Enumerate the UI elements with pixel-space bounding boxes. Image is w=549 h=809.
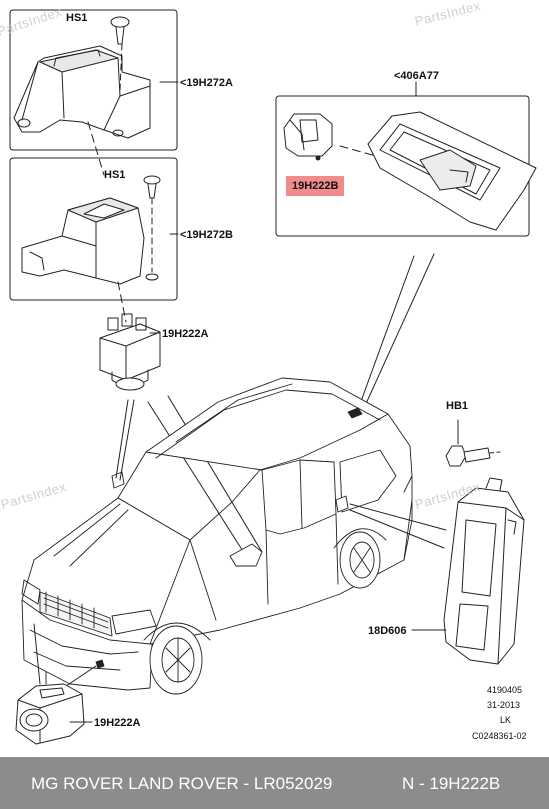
ecu-18d606 xyxy=(443,477,525,665)
bolt-hb1 xyxy=(445,419,501,467)
info-initials: LK xyxy=(500,715,512,725)
footer-bar: MG ROVER LAND ROVER - LR052029 N - 19H22… xyxy=(0,757,549,809)
callout-hs1-mid: HS1 xyxy=(104,169,126,181)
footer-part-number: N - 19H222B xyxy=(402,774,501,793)
vehicle-body xyxy=(21,377,413,695)
info-date: 31-2013 xyxy=(487,700,521,710)
callout-406a77: <406A77 xyxy=(394,70,439,82)
parts-diagram xyxy=(9,9,537,745)
callout-19h272a: <19H272A xyxy=(180,77,233,89)
callout-19h272b: <19H272B xyxy=(180,229,233,241)
callout-hb1: HB1 xyxy=(446,400,469,412)
callout-19h222a-top[interactable]: 19H222A xyxy=(162,328,209,340)
bracket-19h272b-panel xyxy=(9,157,178,301)
camera-19h222a-lower xyxy=(15,683,85,745)
callout-19h222a-bottom[interactable]: 19H222A xyxy=(94,717,141,729)
callout-19h222b-highlighted[interactable]: 19H222B xyxy=(286,176,345,196)
info-code: 4190405 xyxy=(487,685,523,695)
footer-catalog-title: MG ROVER LAND ROVER - LR052029 xyxy=(31,774,333,793)
assembly-406a77-panel xyxy=(275,95,537,237)
callout-hs1-top: HS1 xyxy=(66,12,88,24)
callout-18d606[interactable]: 18D606 xyxy=(368,625,407,637)
info-drawing-number: C0248361-02 xyxy=(472,731,527,741)
camera-19h222a-upper xyxy=(99,313,161,391)
bracket-19h272a-panel xyxy=(9,9,178,151)
